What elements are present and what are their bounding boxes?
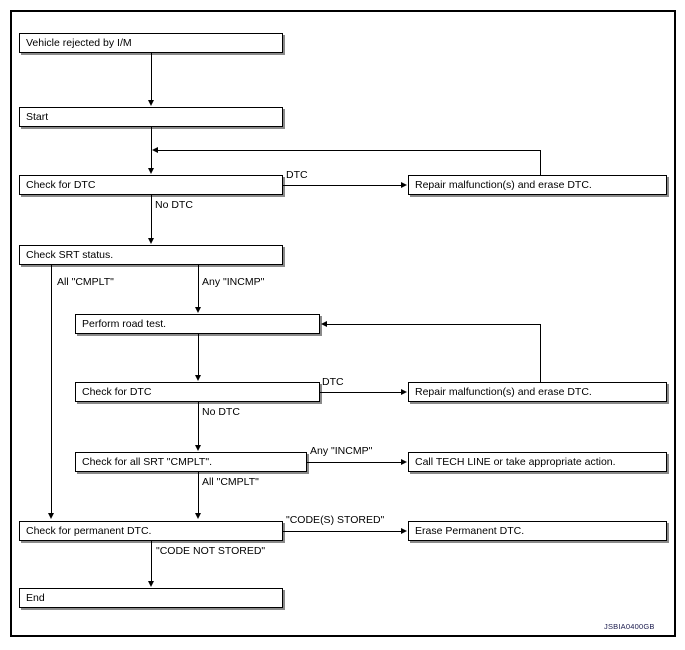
node-perform-road-test: Perform road test. [75, 314, 320, 334]
arrowhead-check-dtc-1 [147, 168, 154, 174]
arrowhead-permanent-dtc-left [47, 513, 54, 519]
connector-vehicle-to-start [151, 53, 152, 101]
node-start: Start [19, 107, 283, 127]
node-check-permanent-dtc: Check for permanent DTC. [19, 521, 283, 541]
label-no-dtc-2: No DTC [202, 406, 240, 418]
node-repair-malfunctions-2: Repair malfunction(s) and erase DTC. [408, 382, 667, 402]
figure-border [10, 10, 676, 637]
arrowhead-permanent-dtc-center [194, 513, 201, 519]
label-no-dtc-1: No DTC [155, 199, 193, 211]
connector-any-incmp-1 [198, 265, 199, 309]
label-all-cmplt-2: All "CMPLT" [202, 476, 259, 488]
connector-codes-stored [283, 531, 401, 532]
connector-no-dtc-2 [198, 402, 199, 446]
arrowhead-repair-2 [401, 388, 407, 395]
label-dtc-2: DTC [322, 376, 344, 388]
node-check-srt-status: Check SRT status. [19, 245, 283, 265]
node-end: End [19, 588, 283, 608]
label-all-cmplt-1: All "CMPLT" [57, 276, 114, 288]
arrowhead-check-srt [147, 238, 154, 244]
loop2-arrowhead [321, 320, 327, 327]
arrowhead-erase-permanent-dtc [401, 527, 407, 534]
connector-dtc-1-to-repair [283, 185, 401, 186]
label-codes-stored: "CODE(S) STORED" [286, 514, 385, 526]
arrowhead-road-test [194, 307, 201, 313]
arrowhead-repair-1 [401, 181, 407, 188]
node-repair-malfunctions-1: Repair malfunction(s) and erase DTC. [408, 175, 667, 195]
label-any-incmp-1: Any "INCMP" [202, 276, 265, 288]
connector-any-incmp-2-to-tech-line [307, 462, 401, 463]
connector-no-dtc-1 [151, 195, 152, 239]
loop1-arrowhead [152, 146, 158, 153]
arrowhead-end [147, 581, 154, 587]
arrowhead-check-dtc-2 [194, 375, 201, 381]
arrowhead-start [147, 100, 154, 106]
node-check-for-dtc-1: Check for DTC [19, 175, 283, 195]
connector-dtc-2-to-repair [320, 392, 401, 393]
node-vehicle-rejected: Vehicle rejected by I/M [19, 33, 283, 53]
connector-road-test-to-dtc-2 [198, 334, 199, 376]
loop2-horizontal [327, 324, 541, 325]
arrowhead-tech-line [401, 458, 407, 465]
node-check-for-dtc-2: Check for DTC [75, 382, 320, 402]
label-code-not-stored: "CODE NOT STORED" [156, 545, 266, 557]
loop2-vertical [540, 324, 541, 382]
node-call-tech-line: Call TECH LINE or take appropriate actio… [408, 452, 667, 472]
connector-code-not-stored [151, 541, 152, 582]
connector-all-cmplt-2 [198, 472, 199, 514]
node-erase-permanent-dtc: Erase Permanent DTC. [408, 521, 667, 541]
figure-reference-id: JSBIA0400GB [604, 622, 655, 631]
loop1-vertical [540, 150, 541, 175]
loop1-horizontal [158, 150, 541, 151]
connector-start-to-check-dtc [151, 127, 152, 169]
label-dtc-1: DTC [286, 169, 308, 181]
label-any-incmp-2: Any "INCMP" [310, 445, 373, 457]
connector-all-cmplt-1 [51, 265, 52, 514]
arrowhead-check-all-srt [194, 445, 201, 451]
node-check-all-srt-cmplt: Check for all SRT "CMPLT". [75, 452, 307, 472]
